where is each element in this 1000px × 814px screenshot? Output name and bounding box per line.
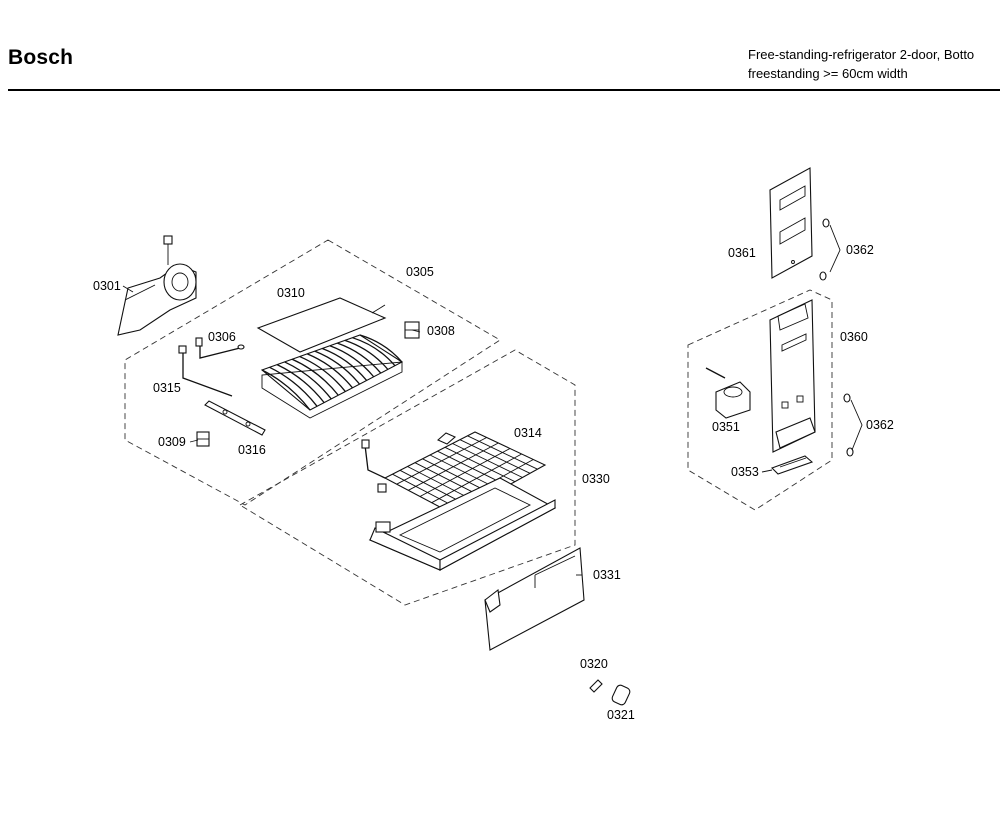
label-0361: 0361	[728, 246, 756, 260]
label-0321: 0321	[607, 708, 635, 722]
label-0314: 0314	[514, 426, 542, 440]
label-0315: 0315	[153, 381, 181, 395]
grid-wire	[431, 453, 522, 504]
description-line-1: Free-standing-refrigerator 2-door, Botto	[748, 47, 975, 62]
part-clip-0309[interactable]	[196, 431, 210, 447]
label-0331: 0331	[593, 568, 621, 582]
part-pin-0320[interactable]	[589, 679, 603, 693]
group-outline-0360	[687, 289, 833, 511]
label-0309: 0309	[158, 435, 186, 449]
label-0301: 0301	[93, 279, 121, 293]
part-screws-0362-lower[interactable]	[843, 393, 863, 457]
label-0353: 0353	[731, 465, 759, 479]
evaporator-fin	[261, 369, 311, 411]
leader-lines	[122, 285, 773, 576]
evaporator-fin	[284, 361, 332, 400]
model-description: Free-standing-refrigerator 2-door, Botto…	[748, 45, 974, 83]
description-line-2: freestanding >= 60cm width	[748, 66, 908, 81]
part-heater-0315[interactable]	[178, 345, 233, 397]
evaporator-fin	[337, 342, 382, 374]
label-0305: 0305	[406, 265, 434, 279]
label-0362-lower: 0362	[866, 418, 894, 432]
label-0316: 0316	[238, 443, 266, 457]
group-outline-0305	[124, 239, 501, 506]
brand-title: Bosch	[8, 46, 74, 69]
evaporator-fin	[344, 339, 389, 370]
evaporator-fin	[291, 358, 339, 396]
part-cover-plate-0310[interactable]	[256, 297, 387, 353]
part-cap-0321[interactable]	[611, 684, 631, 706]
label-0330: 0330	[582, 472, 610, 486]
part-fan-housing-0301[interactable]	[117, 235, 197, 336]
header-divider	[8, 89, 1000, 91]
evaporator-fin	[269, 366, 318, 407]
part-sensor-0306[interactable]	[195, 337, 245, 359]
part-drain-tray-0330[interactable]	[368, 477, 557, 571]
part-grille-0353[interactable]	[771, 455, 814, 475]
evaporator-fin	[329, 345, 375, 378]
part-rail-0316[interactable]	[204, 400, 266, 436]
label-0308: 0308	[427, 324, 455, 338]
evaporator-fin	[314, 350, 361, 385]
label-0320: 0320	[580, 657, 608, 671]
part-rear-panel-0360[interactable]	[769, 299, 816, 453]
evaporator-fin	[306, 353, 353, 389]
label-0360: 0360	[840, 330, 868, 344]
part-screws-0362-upper[interactable]	[819, 218, 841, 281]
label-0351: 0351	[712, 420, 740, 434]
evaporator-fin	[276, 364, 325, 404]
evaporator-fin	[299, 355, 346, 392]
label-0306: 0306	[208, 330, 236, 344]
evaporator-fin	[359, 334, 403, 363]
part-front-cover-0331[interactable]	[484, 547, 585, 651]
label-0310: 0310	[277, 286, 305, 300]
evaporator-fin	[352, 337, 396, 367]
evaporator-fin	[322, 347, 368, 381]
part-fan-motor-0351[interactable]	[705, 367, 751, 419]
part-evaporator-0305[interactable]	[260, 334, 404, 419]
label-0362-upper: 0362	[846, 243, 874, 257]
grid-wire	[419, 448, 511, 497]
grid-wire	[408, 442, 499, 491]
group-outline-0330	[239, 349, 576, 606]
part-upper-panel-0361[interactable]	[769, 167, 813, 279]
grid-wire	[396, 437, 487, 485]
